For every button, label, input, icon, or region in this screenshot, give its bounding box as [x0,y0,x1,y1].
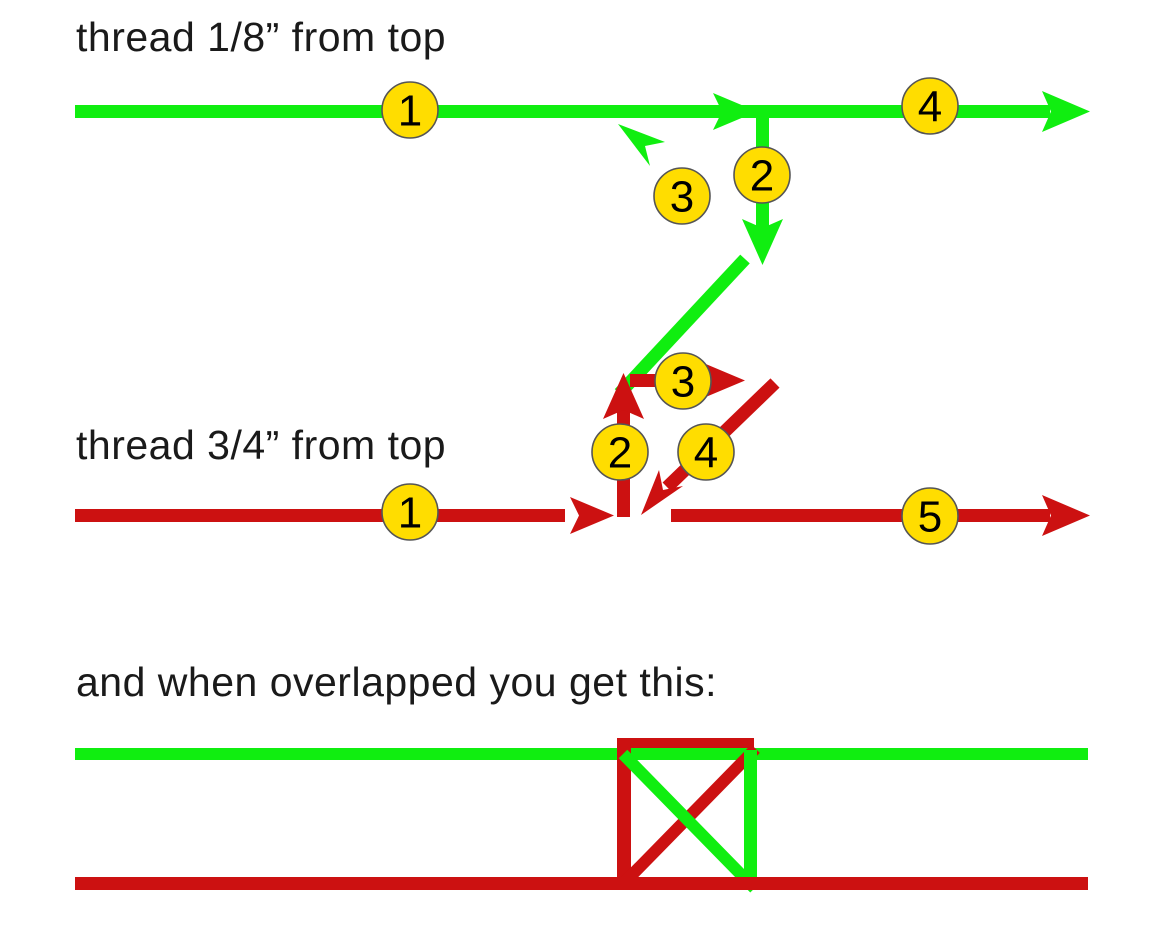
green-down-arrowhead [742,219,783,265]
step-badge-green-thread-3: 3 [653,167,711,225]
green-diagonal-stroke [614,254,750,399]
red-diagonal-arrowhead [641,470,683,515]
overlap-green-right-vertical [744,750,757,884]
green-line-right-segment [740,105,1050,118]
red-line-right-segment [671,509,1050,522]
badge-number: 3 [671,358,695,407]
badge-number: 2 [750,152,774,201]
overlap-red-left-vertical [617,740,631,888]
badge-circle [901,487,959,545]
caption-green-thread: thread 1/8” from top [76,14,447,60]
badge-number: 5 [918,493,942,542]
step-badge-red-thread-5: 5 [901,487,959,545]
badge-circle [381,483,439,541]
overlap-red-top-bar [617,738,754,748]
badge-circle [677,423,735,481]
badge-number: 1 [398,489,422,538]
badge-number: 4 [918,83,942,132]
step-badge-red-thread-2: 2 [591,423,649,481]
step-badge-red-thread-3: 3 [654,352,712,410]
red-mid-arrowhead [570,497,614,534]
red-end-arrowhead [1042,495,1090,536]
overlap-red-bottom-line [75,877,1088,890]
badge-circle [733,146,791,204]
step-badge-green-thread-4: 4 [901,77,959,135]
overlap-green-top-line [75,748,1088,760]
badge-number: 2 [608,429,632,478]
badge-circle [591,423,649,481]
step-badge-red-thread-4: 4 [677,423,735,481]
badge-circle [901,77,959,135]
green-end-arrowhead [1042,91,1090,132]
caption-red-thread: thread 3/4” from top [76,422,447,468]
badge-number: 4 [694,429,718,478]
badge-circle [653,167,711,225]
green-thread-group [75,91,1090,399]
badge-circle [654,352,712,410]
step-badge-green-thread-1: 1 [381,81,439,139]
red-line-left-segment [75,509,565,522]
badge-circle [381,81,439,139]
step-badge-green-thread-2: 2 [733,146,791,204]
red-top-arrowhead [701,362,745,399]
caption-overlap: and when overlapped you get this: [76,659,718,705]
overlap-group [75,738,1088,893]
green-diagonal-arrowhead [618,124,665,166]
overlap-green-diagonal [618,749,759,893]
step-badge-red-thread-1: 1 [381,483,439,541]
badge-number: 3 [670,173,694,222]
badge-number: 1 [398,87,422,136]
green-mid-arrowhead [713,93,757,130]
red-up-arrowhead [603,373,644,419]
